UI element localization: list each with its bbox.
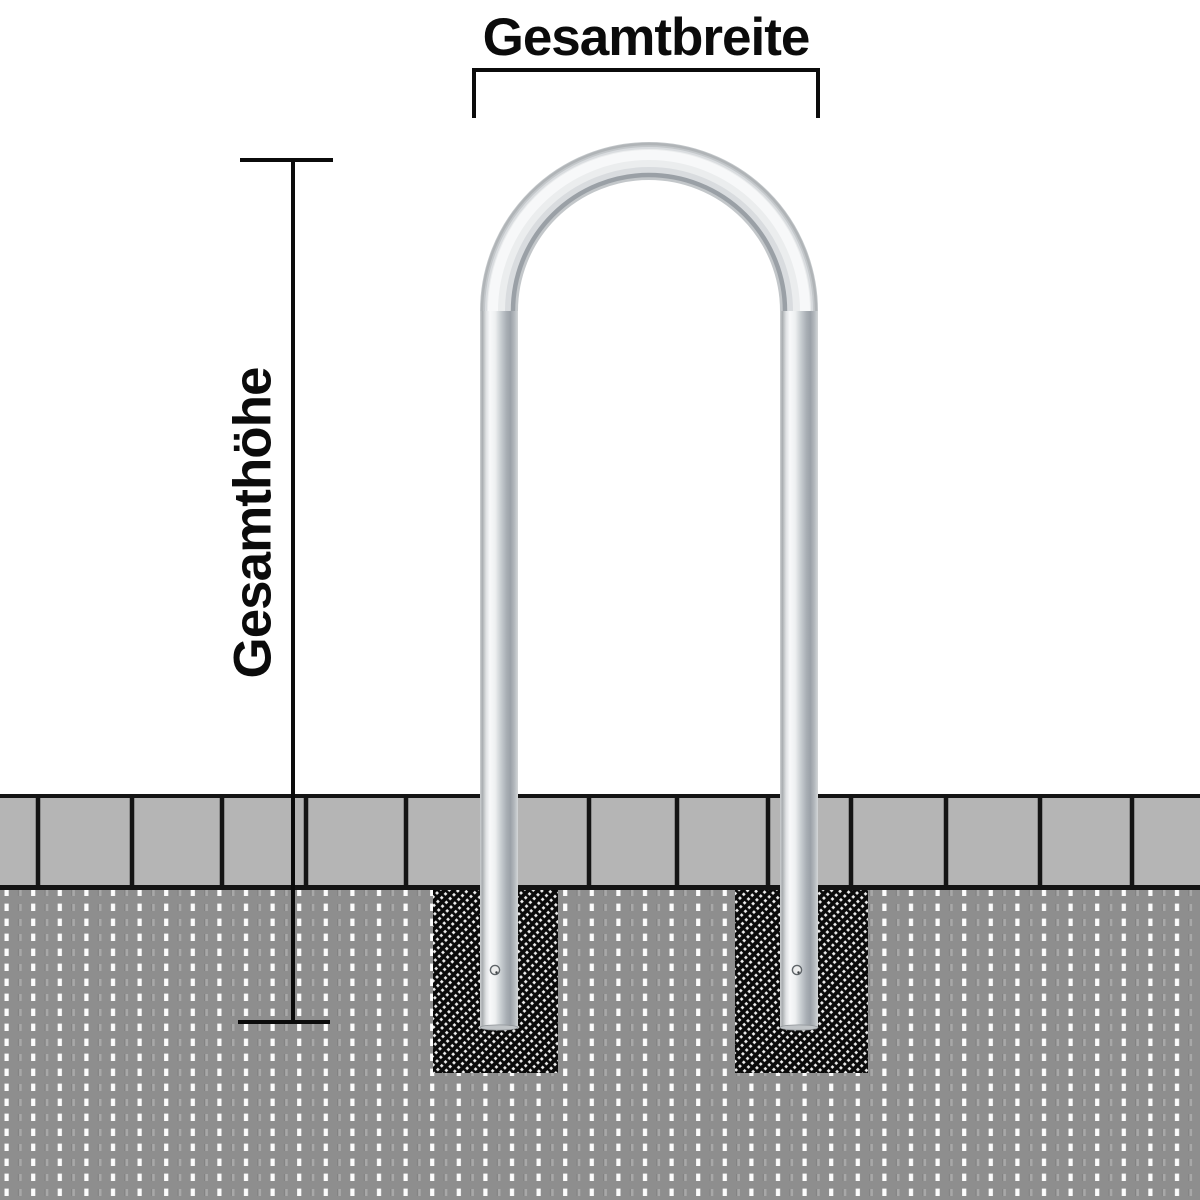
pavement-joint xyxy=(586,796,592,885)
right-screw-hole xyxy=(791,964,803,976)
pavement-bottom-border xyxy=(0,885,1200,890)
pavement-joint xyxy=(848,796,854,885)
tube-right-leg-end xyxy=(779,1024,819,1031)
tube-left-leg-end xyxy=(479,1024,519,1031)
pavement-joint xyxy=(1037,796,1043,885)
tube-left-leg xyxy=(480,311,518,1028)
pavement-joint xyxy=(403,796,409,885)
pavement-joint xyxy=(219,796,225,885)
steel-bow-tube xyxy=(479,142,819,1031)
tube-right-leg xyxy=(780,311,818,1028)
pavement-slabs xyxy=(0,794,1200,890)
pavement-joint xyxy=(303,796,309,885)
soil-ground xyxy=(0,890,1200,1200)
left-screw-hole xyxy=(489,964,501,976)
pavement-joint xyxy=(1129,796,1135,885)
anchor-holes xyxy=(489,964,803,976)
left-screw-dot xyxy=(495,971,498,974)
pavement-joint xyxy=(674,796,680,885)
dimension-annotations xyxy=(238,68,820,1024)
tube-arch xyxy=(480,142,818,312)
right-screw-dot xyxy=(797,971,800,974)
pavement-band xyxy=(0,794,1200,890)
pavement-joint xyxy=(943,796,949,885)
pavement-joint xyxy=(129,796,135,885)
pavement-joint xyxy=(35,796,41,885)
total-height-label: Gesamthöhe xyxy=(224,367,283,678)
pavement-joint xyxy=(765,796,771,885)
pavement-joints xyxy=(35,796,1135,885)
total-width-label: Gesamtbreite xyxy=(483,8,810,67)
pavement-top-border xyxy=(0,794,1200,798)
